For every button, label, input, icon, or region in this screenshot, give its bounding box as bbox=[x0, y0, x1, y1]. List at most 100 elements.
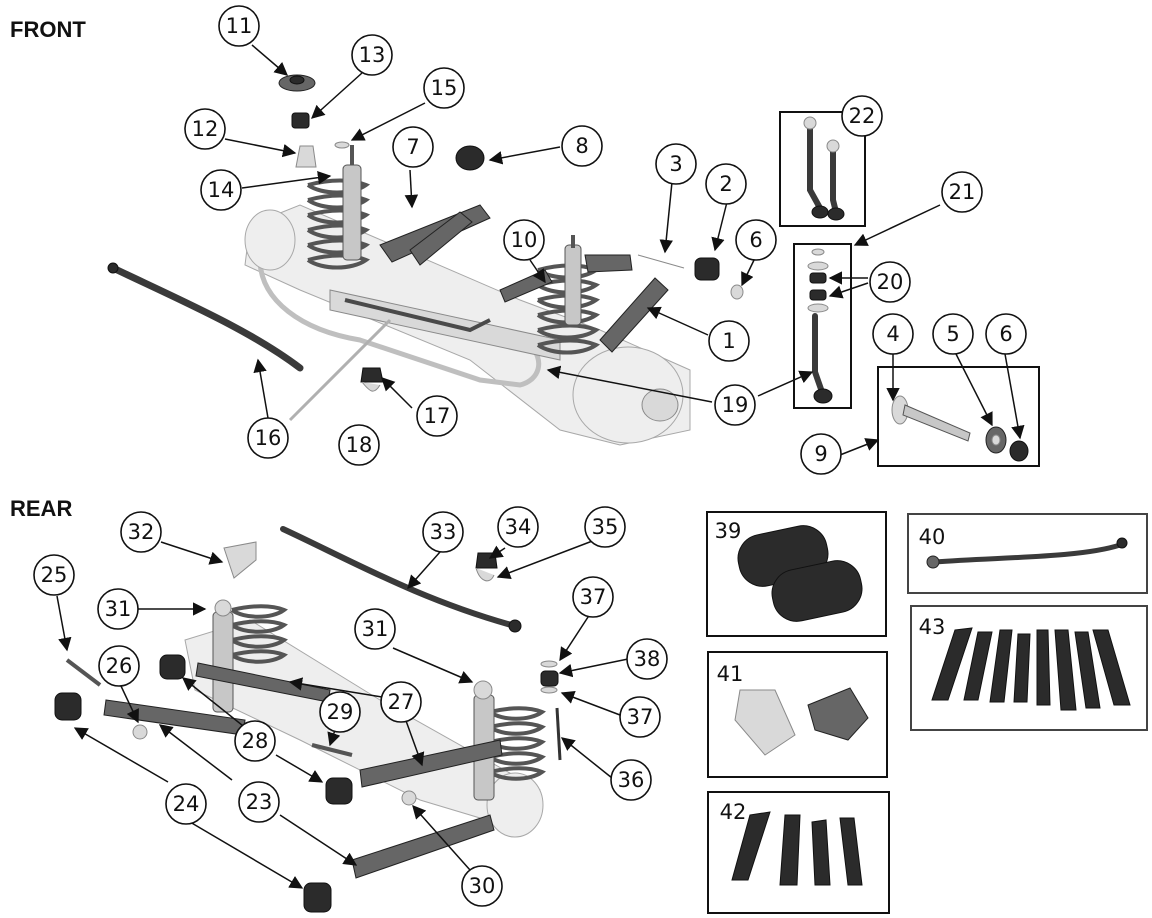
callout-36: 36 bbox=[610, 759, 652, 801]
svg-text:4: 4 bbox=[886, 322, 899, 346]
svg-text:12: 12 bbox=[192, 117, 219, 141]
svg-text:16: 16 bbox=[255, 426, 282, 450]
callout-9: 9 bbox=[800, 433, 842, 475]
bracket-32 bbox=[223, 541, 257, 579]
callout-10: 10 bbox=[503, 219, 545, 261]
rear-coil-spring-right bbox=[488, 706, 547, 781]
bushing-24-lower bbox=[303, 882, 332, 913]
svg-text:25: 25 bbox=[41, 563, 68, 587]
callout-1: 1 bbox=[708, 320, 750, 362]
callout-6-upper: 6 bbox=[735, 219, 777, 261]
bracket-17 bbox=[360, 367, 384, 383]
svg-text:18: 18 bbox=[346, 433, 373, 457]
callout-25: 25 bbox=[33, 554, 75, 596]
callout-30: 30 bbox=[461, 865, 503, 907]
callout-35: 35 bbox=[584, 506, 626, 548]
svg-text:31: 31 bbox=[362, 617, 389, 641]
leader-lines bbox=[56, 44, 1025, 889]
svg-text:6: 6 bbox=[999, 322, 1012, 346]
front-shock-right bbox=[564, 244, 582, 326]
bump-stop bbox=[295, 145, 317, 168]
callout-2: 2 bbox=[705, 163, 747, 205]
callout-24: 24 bbox=[165, 783, 207, 825]
svg-text:19: 19 bbox=[722, 393, 749, 417]
svg-text:23: 23 bbox=[246, 790, 273, 814]
svg-text:29: 29 bbox=[327, 700, 354, 724]
rear-section-title: REAR bbox=[10, 496, 72, 521]
callout-32: 32 bbox=[120, 511, 162, 553]
svg-text:11: 11 bbox=[226, 14, 253, 38]
rear-callouts: 32 33 34 35 25 37 31 31 38 26 29 27 37 2… bbox=[33, 506, 668, 907]
svg-text:24: 24 bbox=[173, 792, 200, 816]
callout-38: 38 bbox=[626, 638, 668, 680]
nut-30 bbox=[401, 790, 417, 806]
callout-8: 8 bbox=[561, 125, 603, 167]
bushing-28 bbox=[159, 654, 186, 680]
svg-text:34: 34 bbox=[505, 515, 532, 539]
box-22-sway-bar-links bbox=[779, 111, 866, 227]
svg-text:30: 30 bbox=[469, 874, 496, 898]
box-41-brackets bbox=[707, 651, 888, 778]
front-coil-spring-left bbox=[306, 178, 371, 270]
kit-label-39: 39 bbox=[715, 519, 742, 543]
callout-22: 22 bbox=[841, 95, 883, 137]
lower-control-arm bbox=[599, 277, 669, 353]
callout-4: 4 bbox=[872, 313, 914, 355]
svg-text:31: 31 bbox=[105, 597, 132, 621]
box-42-control-arms bbox=[707, 791, 890, 914]
bushing-24-top bbox=[54, 692, 82, 721]
callout-18: 18 bbox=[338, 424, 380, 466]
callout-37-upper: 37 bbox=[572, 576, 614, 618]
svg-text:21: 21 bbox=[949, 180, 976, 204]
svg-text:32: 32 bbox=[128, 520, 155, 544]
kit-label-41: 41 bbox=[717, 662, 744, 686]
kit-label-43: 43 bbox=[919, 615, 946, 639]
callout-16: 16 bbox=[247, 417, 289, 459]
kit-label-42: 42 bbox=[720, 800, 747, 824]
front-callouts: 11 13 15 12 7 8 14 3 2 22 10 6 21 20 1 4… bbox=[184, 5, 1027, 475]
box-43-control-arm-set bbox=[910, 605, 1148, 731]
svg-text:20: 20 bbox=[877, 270, 904, 294]
svg-text:14: 14 bbox=[208, 178, 235, 202]
callout-29: 29 bbox=[319, 691, 361, 733]
callout-6-lower: 6 bbox=[985, 313, 1027, 355]
callout-31-left: 31 bbox=[97, 588, 139, 630]
svg-text:9: 9 bbox=[814, 442, 827, 466]
svg-text:10: 10 bbox=[511, 228, 538, 252]
svg-text:15: 15 bbox=[431, 76, 458, 100]
rear-axle-assembly bbox=[54, 526, 562, 913]
shock-bushing bbox=[291, 112, 310, 129]
svg-text:22: 22 bbox=[849, 104, 876, 128]
svg-text:27: 27 bbox=[388, 690, 415, 714]
callout-15: 15 bbox=[423, 67, 465, 109]
svg-text:3: 3 bbox=[669, 152, 682, 176]
rear-coil-spring-left bbox=[230, 604, 289, 664]
callout-31-right: 31 bbox=[354, 608, 396, 650]
rear-track-bar bbox=[280, 526, 518, 629]
box-39-bushings bbox=[706, 511, 887, 637]
svg-text:37: 37 bbox=[627, 705, 654, 729]
callout-11: 11 bbox=[218, 5, 260, 47]
svg-text:5: 5 bbox=[946, 322, 959, 346]
svg-text:37: 37 bbox=[580, 585, 607, 609]
bushing-8 bbox=[455, 145, 485, 171]
rear-lower-arm-right bbox=[351, 814, 495, 879]
bushing-2 bbox=[694, 257, 720, 281]
svg-text:26: 26 bbox=[106, 654, 133, 678]
svg-text:35: 35 bbox=[592, 515, 619, 539]
callout-34: 34 bbox=[497, 506, 539, 548]
callout-13: 13 bbox=[351, 34, 393, 76]
bushing-28-lower bbox=[325, 777, 353, 805]
callout-27: 27 bbox=[380, 681, 422, 723]
kit-label-40: 40 bbox=[919, 525, 946, 549]
svg-text:13: 13 bbox=[359, 43, 386, 67]
nut-26 bbox=[132, 724, 148, 740]
callout-17: 17 bbox=[416, 395, 458, 437]
track-bar bbox=[109, 264, 304, 372]
box-21-sway-bar-link-kit bbox=[793, 243, 852, 409]
front-shock-left bbox=[342, 164, 362, 261]
svg-text:36: 36 bbox=[618, 768, 645, 792]
svg-text:33: 33 bbox=[430, 520, 457, 544]
